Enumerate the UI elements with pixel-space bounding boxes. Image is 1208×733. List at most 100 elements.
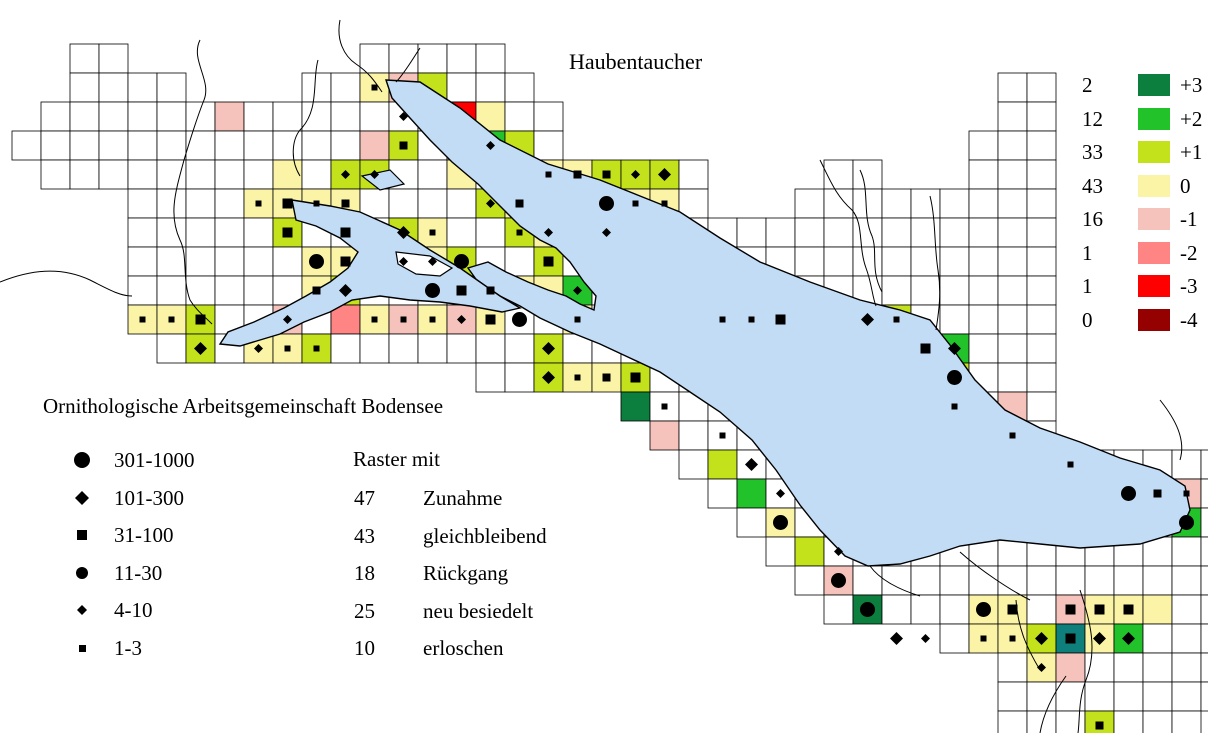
abundance-symbol — [168, 316, 175, 323]
raster-heading: Raster mit — [353, 447, 440, 471]
abundance-symbol — [542, 371, 555, 384]
abundance-symbol — [1121, 486, 1136, 501]
change-scale-label: 0 — [1180, 173, 1191, 198]
grid-cell — [417, 159, 448, 190]
abundance-symbol — [602, 170, 611, 179]
grid-cell — [156, 333, 187, 364]
grid-cell — [1171, 594, 1202, 625]
grid-cell — [156, 188, 187, 219]
abundance-symbol — [1122, 632, 1135, 645]
grid-cell — [330, 72, 361, 103]
abundance-symbol — [399, 112, 408, 121]
abundance-symbol — [194, 342, 207, 355]
lake-island — [395, 251, 454, 277]
grid-cell — [823, 594, 854, 625]
grid-cell — [997, 594, 1028, 625]
abundance-symbol — [370, 170, 379, 179]
abundance-symbol — [515, 199, 524, 208]
grid-cell — [678, 420, 709, 451]
lake-main — [385, 79, 1191, 567]
abundance-symbol — [485, 314, 496, 325]
abundance-symbol — [1035, 632, 1048, 645]
abundance-symbol — [400, 316, 407, 323]
grid-cell — [475, 217, 506, 248]
grid-cell — [910, 188, 941, 219]
grid-cell — [1200, 594, 1208, 625]
abundance-symbol — [661, 200, 668, 207]
abundance-symbol — [284, 345, 291, 352]
big-circle-icon — [70, 448, 100, 472]
grid-cell — [1113, 652, 1144, 683]
abundance-symbol — [1153, 489, 1162, 498]
abundance-symbol — [486, 199, 495, 208]
grid-cell — [1055, 710, 1086, 733]
abundance-symbol — [457, 315, 466, 324]
grid-cells — [11, 43, 1208, 733]
change-scale-label: -2 — [1180, 240, 1198, 265]
raster-count: 10 — [354, 636, 375, 660]
grid-cell — [968, 246, 999, 277]
abundance-symbol — [399, 141, 408, 150]
grid-cell — [127, 275, 158, 306]
grid-cell — [736, 507, 767, 538]
grid-cell — [736, 478, 767, 509]
grid-cell — [504, 246, 535, 277]
grid-cell — [301, 159, 332, 190]
abundance-symbol — [399, 257, 408, 266]
grid-cell — [939, 594, 970, 625]
grid-cell — [272, 246, 303, 277]
abundance-symbol — [254, 344, 263, 353]
abundance-symbol — [920, 343, 931, 354]
grid-cell — [243, 275, 274, 306]
grid-cell — [388, 188, 419, 219]
grid-cell — [852, 188, 883, 219]
grid-cell — [533, 130, 564, 161]
grid-cell — [1142, 594, 1173, 625]
grid-cell — [272, 101, 303, 132]
change-scale-swatch — [1138, 141, 1170, 163]
grid-cell — [997, 681, 1028, 712]
grid-cell — [881, 565, 912, 596]
grid-cell — [1142, 710, 1173, 733]
abundance-symbol — [282, 227, 293, 238]
abundance-symbol — [1009, 635, 1016, 642]
change-scale-row: 0-4 — [1082, 307, 1208, 333]
grid-cell — [185, 101, 216, 132]
grid-cell — [968, 275, 999, 306]
abundance-symbol — [861, 313, 874, 326]
abundance-legend-row: 1-3 — [70, 634, 270, 662]
grid-cell — [359, 43, 390, 74]
abundance-symbol — [719, 432, 726, 439]
grid-cell — [69, 130, 100, 161]
grid-cell — [1026, 333, 1057, 364]
grid-cell — [214, 217, 245, 248]
grid-cell — [1171, 536, 1202, 567]
small-circle-icon — [70, 561, 100, 585]
abundance-legend-row: 11-30 — [70, 559, 270, 587]
grid-cell — [1200, 565, 1208, 596]
change-scale-label: +2 — [1180, 106, 1203, 131]
abundance-symbol — [773, 515, 788, 530]
grid-cell — [185, 246, 216, 277]
abundance-symbol — [890, 632, 903, 645]
abundance-legend-row: 31-100 — [70, 521, 270, 549]
grid-cell — [214, 246, 245, 277]
abundance-symbol — [255, 200, 262, 207]
grid-cell — [794, 217, 825, 248]
abundance-legend-row: 301-1000 — [70, 446, 270, 474]
abundance-symbol — [456, 285, 467, 296]
grid-cell — [475, 43, 506, 74]
abundance-symbol — [282, 198, 293, 209]
change-scale-row: 16-1 — [1082, 206, 1208, 232]
grid-cell — [446, 217, 477, 248]
grid-cell — [417, 188, 448, 219]
grid-cell — [272, 130, 303, 161]
grid-cell — [156, 159, 187, 190]
abundance-symbol — [661, 403, 668, 410]
grid-cell — [98, 130, 129, 161]
grid-cell — [707, 449, 738, 480]
abundance-symbol — [831, 573, 846, 588]
